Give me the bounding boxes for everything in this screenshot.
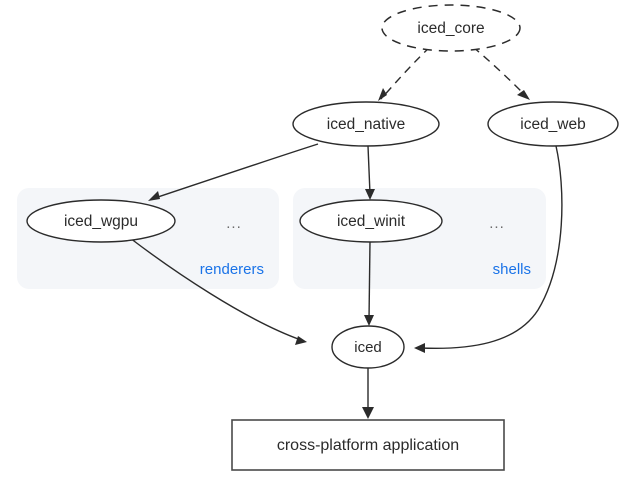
edge-arrowhead — [148, 191, 160, 201]
edge-path — [472, 46, 528, 98]
node-application-label: cross-platform application — [277, 437, 459, 454]
edge-arrowhead — [362, 407, 374, 419]
cluster-shells-ellipsis: ... — [489, 215, 505, 232]
node-iced-core-shape[interactable] — [381, 4, 521, 52]
edge-iced-core-to-iced-web — [472, 46, 530, 100]
node-iced-core-label: iced_core — [417, 20, 484, 37]
edge-path — [151, 143, 319, 200]
edge-path — [419, 145, 563, 350]
node-iced-native[interactable]: iced_native — [292, 101, 440, 147]
node-iced-native-label: iced_native — [327, 116, 405, 133]
edge-arrowhead — [364, 315, 374, 326]
node-iced-web-label: iced_web — [520, 116, 586, 133]
node-iced[interactable]: iced — [331, 325, 405, 369]
node-iced-shape[interactable] — [331, 325, 405, 369]
edge-arrowhead — [378, 88, 387, 101]
edge-iced-winit-to-iced — [364, 240, 374, 326]
edge-arrowhead — [414, 343, 425, 353]
edge-iced-to-application — [362, 368, 374, 419]
cluster-renderers: ... renderers — [17, 188, 279, 289]
node-iced-wgpu[interactable]: iced_wgpu — [26, 199, 176, 243]
cluster-renderers-label: renderers — [200, 261, 264, 278]
edge-arrowhead — [295, 336, 307, 345]
edge-path — [129, 237, 302, 341]
edge-path — [380, 46, 431, 100]
node-iced-web-shape[interactable] — [487, 101, 619, 147]
edge-iced-wgpu-to-iced — [129, 237, 307, 345]
edge-arrowhead — [517, 90, 530, 100]
cluster-renderers-ellipsis: ... — [226, 215, 242, 232]
edge-iced-native-to-iced-wgpu — [148, 143, 319, 201]
node-iced-winit-shape[interactable] — [299, 199, 443, 243]
edge-arrowhead — [365, 189, 375, 200]
edge-iced-web-to-iced — [414, 145, 563, 353]
cluster-shells-label: shells — [493, 261, 531, 278]
node-iced-web[interactable]: iced_web — [487, 101, 619, 147]
node-iced-winit[interactable]: iced_winit — [299, 199, 443, 243]
edge-path — [368, 240, 371, 321]
node-iced-label: iced — [354, 339, 382, 356]
edge-iced-native-to-iced-winit — [365, 145, 375, 200]
node-iced-wgpu-shape[interactable] — [26, 199, 176, 243]
node-cross-platform-application[interactable]: cross-platform application — [231, 419, 505, 471]
node-iced-wgpu-label: iced_wgpu — [64, 213, 138, 230]
node-iced-winit-label: iced_winit — [337, 213, 406, 230]
edge-path — [367, 145, 371, 195]
node-iced-core[interactable]: iced_core — [381, 4, 521, 52]
node-application-shape[interactable] — [231, 419, 505, 471]
node-iced-native-shape[interactable] — [292, 101, 440, 147]
edge-iced-core-to-iced-native — [378, 46, 431, 101]
